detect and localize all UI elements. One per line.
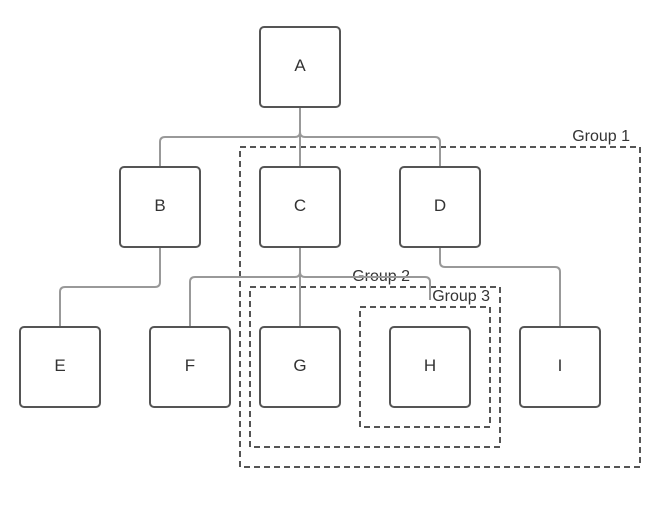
node-a[interactable]: A (259, 26, 341, 108)
node-b-box (119, 166, 201, 248)
node-f[interactable]: F (149, 326, 231, 408)
node-b[interactable]: B (119, 166, 201, 248)
node-i[interactable]: I (519, 326, 601, 408)
group-1-label: Group 1 (572, 128, 630, 145)
group-3-label: Group 3 (432, 288, 490, 305)
node-d[interactable]: D (399, 166, 481, 248)
node-d-label: D (434, 196, 446, 215)
group-2-border (249, 286, 501, 448)
node-g-label: G (293, 356, 306, 375)
node-i-label: I (558, 356, 563, 375)
node-a-box (259, 26, 341, 108)
node-h-label: H (424, 356, 436, 375)
node-f-label: F (185, 356, 195, 375)
edges (59, 107, 561, 327)
node-e-box (19, 326, 101, 408)
node-d-box (399, 166, 481, 248)
edge-d-i (439, 247, 561, 327)
node-c-box (259, 166, 341, 248)
edge-a-d (299, 107, 441, 167)
node-c[interactable]: C (259, 166, 341, 248)
group-3-border (359, 306, 491, 428)
node-f-box (149, 326, 231, 408)
node-b-label: B (154, 196, 165, 215)
edge-b-e (59, 247, 161, 327)
edge-c-h (299, 247, 431, 300)
node-h-box (389, 326, 471, 408)
node-e-label: E (54, 356, 65, 375)
node-g[interactable]: G (259, 326, 341, 408)
group-3: Group 3 (359, 288, 491, 428)
node-g-box (259, 326, 341, 408)
node-e[interactable]: E (19, 326, 101, 408)
node-a-label: A (294, 56, 306, 75)
node-i-box (519, 326, 601, 408)
node-c-label: C (294, 196, 306, 215)
node-h[interactable]: H (389, 326, 471, 408)
edge-a-b (159, 107, 301, 167)
